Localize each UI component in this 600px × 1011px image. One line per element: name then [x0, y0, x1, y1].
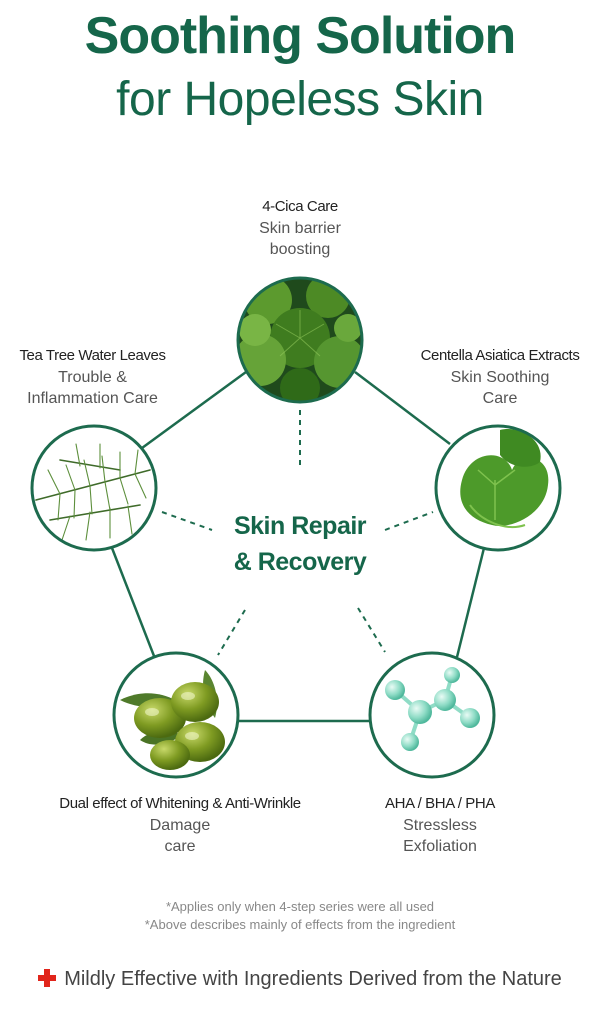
cica-circle-border [236, 276, 364, 404]
node-desc: Inflammation Care [27, 390, 158, 407]
edge-left-top [141, 370, 247, 450]
node-tea-tree: Tea Tree Water Leaves Trouble & Inflamma… [0, 347, 185, 409]
node-desc: care [164, 838, 196, 855]
molecule-image [370, 653, 494, 777]
center-label-line: & Recovery [233, 548, 367, 576]
tea-tree-circle-border [30, 424, 158, 552]
olive-circle-border [112, 651, 240, 779]
spoke-bottomleft [217, 609, 246, 656]
dashed-spokes [161, 410, 434, 656]
node-heading: Dual effect of Whitening & Anti-Wrinkle [59, 795, 301, 812]
node-cica-care: 4-Cica Care Skin barrier boosting [200, 198, 400, 260]
node-desc: Care [482, 390, 518, 407]
center-label-line: Skin Repair [233, 512, 367, 540]
spoke-right [384, 511, 434, 531]
footnotes: *Applies only when 4-step series were al… [0, 898, 600, 934]
page-subtitle: for Hopeless Skin [116, 73, 484, 126]
footnote: *Above describes mainly of effects from … [144, 917, 456, 932]
red-cross-icon [38, 969, 57, 987]
edge-bottomleft-left [110, 547, 156, 657]
footnote: *Applies only when 4-step series were al… [165, 899, 435, 914]
page-title: Soothing Solution [84, 7, 517, 65]
node-whitening: Dual effect of Whitening & Anti-Wrinkle … [30, 795, 330, 857]
spoke-left [161, 511, 213, 531]
node-centella: Centella Asiatica Extracts Skin Soothing… [400, 347, 600, 409]
node-aha-bha-pha: AHA / BHA / PHA Stressless Exfoliation [340, 795, 540, 857]
centella-leaf-image [436, 426, 560, 550]
footer-text: Mildly Effective with Ingredients Derive… [64, 968, 562, 990]
olive-image [114, 653, 238, 777]
tea-tree-image [32, 426, 156, 550]
edge-right-bottomright [455, 547, 486, 658]
molecule-circle-border [368, 651, 496, 779]
node-desc: Exfoliation [403, 838, 477, 855]
node-desc: Skin barrier [259, 220, 341, 237]
node-heading: Tea Tree Water Leaves [19, 347, 166, 364]
node-desc: Skin Soothing [450, 369, 550, 386]
node-desc: Damage [149, 817, 211, 834]
center-label: Skin Repair & Recovery [180, 508, 420, 580]
node-desc: Trouble & [58, 369, 127, 386]
cica-leaves-image [238, 278, 362, 402]
centella-circle-border [434, 424, 562, 552]
node-heading: Centella Asiatica Extracts [420, 347, 580, 364]
node-heading: 4-Cica Care [262, 198, 338, 215]
edge-top-right [354, 371, 451, 445]
node-desc: Stressless [403, 817, 477, 834]
spoke-bottomright [357, 607, 386, 653]
pentagon-edges [110, 370, 486, 723]
node-desc: boosting [269, 241, 331, 258]
node-heading: AHA / BHA / PHA [385, 795, 495, 812]
footer-tagline: Mildly Effective with Ingredients Derive… [0, 968, 600, 991]
